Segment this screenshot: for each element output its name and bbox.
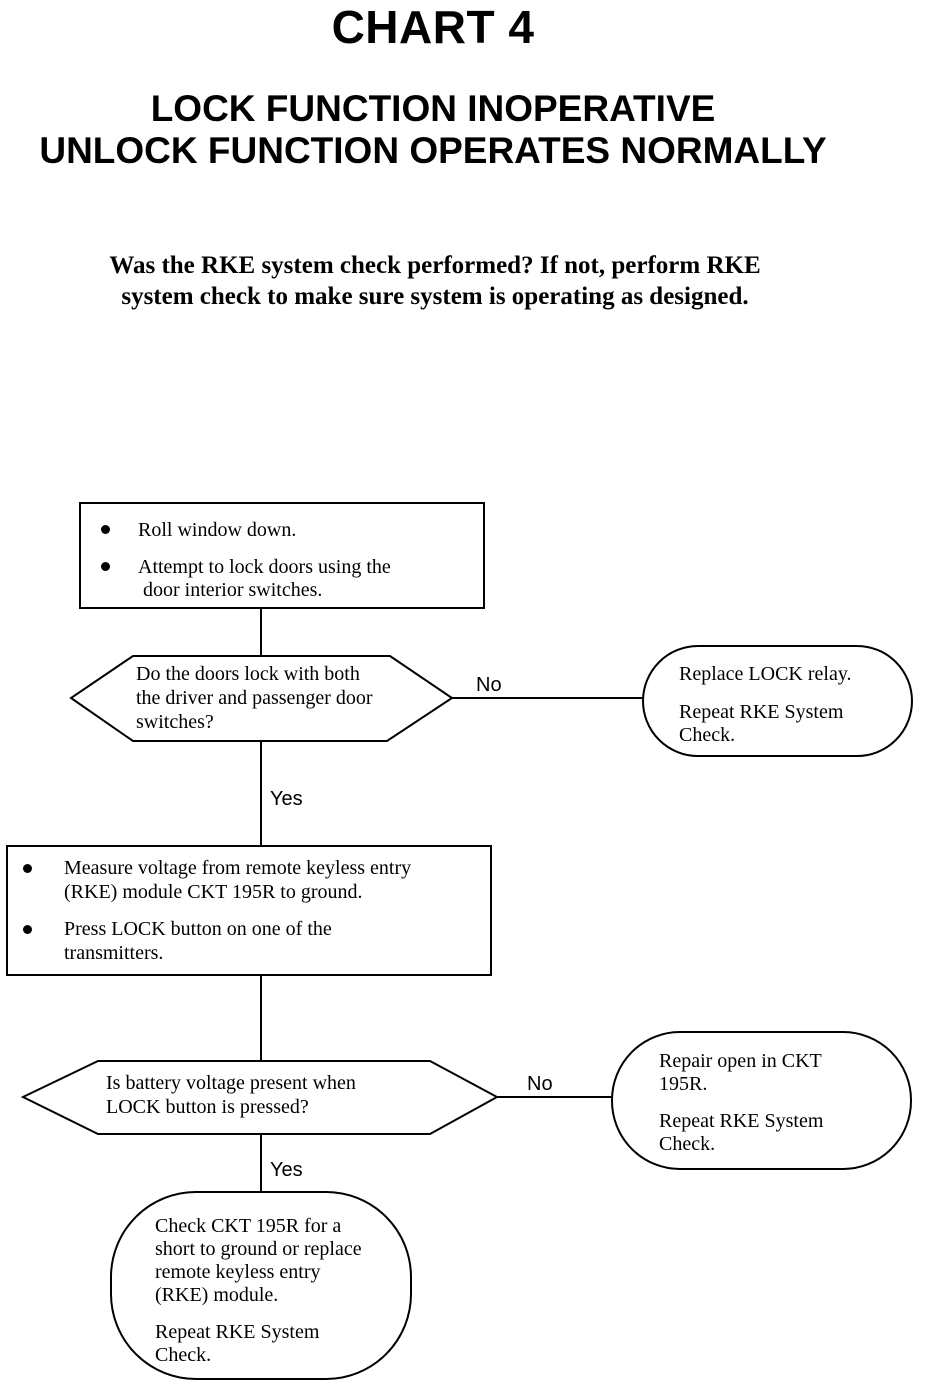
result2-line2: 195R. [659, 1073, 708, 1095]
result3-line4: (RKE) module. [155, 1284, 279, 1306]
step2-bullet2-line1: Press LOCK button on one of the [64, 918, 332, 940]
intro-line-1: Was the RKE system check performed? If n… [109, 252, 761, 279]
result2-line3: Repeat RKE System [659, 1110, 824, 1132]
step2-bullet1-line1: Measure voltage from remote keyless entr… [64, 857, 412, 879]
result3-line6: Check. [155, 1344, 212, 1366]
step1-bullet1: Roll window down. [138, 519, 297, 541]
decision2-hexagon [20, 1060, 500, 1135]
result3-terminal [110, 1191, 412, 1380]
decision1-line2: the driver and passenger door [136, 687, 373, 709]
result2-line4: Check. [659, 1133, 716, 1155]
bullet-icon [23, 925, 32, 934]
chart-title: CHART 4 [331, 1, 535, 53]
decision1-line1: Do the doors lock with both [136, 663, 360, 685]
bullet-icon [101, 562, 110, 571]
result1-terminal [642, 645, 913, 757]
decision1-no-label: No [476, 674, 502, 696]
step2-box [6, 845, 492, 976]
decision2-line2: LOCK button is pressed? [106, 1096, 309, 1118]
subtitle-line-1: LOCK FUNCTION INOPERATIVE [150, 88, 716, 129]
result3-line1: Check CKT 195R for a [155, 1215, 342, 1237]
step1-bullet2-line2: door interior switches. [143, 579, 323, 601]
bullet-icon [101, 525, 110, 534]
bullet-icon [23, 864, 32, 873]
decision2-yes-label: Yes [270, 1159, 303, 1181]
decision1-yes-label: Yes [270, 788, 303, 810]
decision1-line3: switches? [136, 711, 214, 733]
result2-line1: Repair open in CKT [659, 1050, 822, 1072]
result3-line3: remote keyless entry [155, 1261, 321, 1283]
intro-text: Was the RKE system check performed? If n… [40, 250, 830, 312]
decision1-hexagon [69, 655, 454, 742]
step1-bullet2-line1: Attempt to lock doors using the [138, 556, 391, 578]
step2-bullet2-line2: transmitters. [64, 942, 164, 964]
result1-line2: Repeat RKE System [679, 701, 844, 723]
result2-terminal [611, 1031, 912, 1170]
result3-line5: Repeat RKE System [155, 1321, 320, 1343]
result1-line3: Check. [679, 724, 736, 746]
subtitle-line-2: UNLOCK FUNCTION OPERATES NORMALLY [39, 130, 827, 171]
step2-bullet1-line2: (RKE) module CKT 195R to ground. [64, 881, 363, 903]
decision2-no-label: No [527, 1073, 553, 1095]
decision2-line1: Is battery voltage present when [106, 1072, 356, 1094]
step1-box [79, 502, 485, 609]
result1-line1: Replace LOCK relay. [679, 663, 852, 685]
result3-line2: short to ground or replace [155, 1238, 362, 1260]
intro-line-2: system check to make sure system is oper… [121, 283, 749, 310]
